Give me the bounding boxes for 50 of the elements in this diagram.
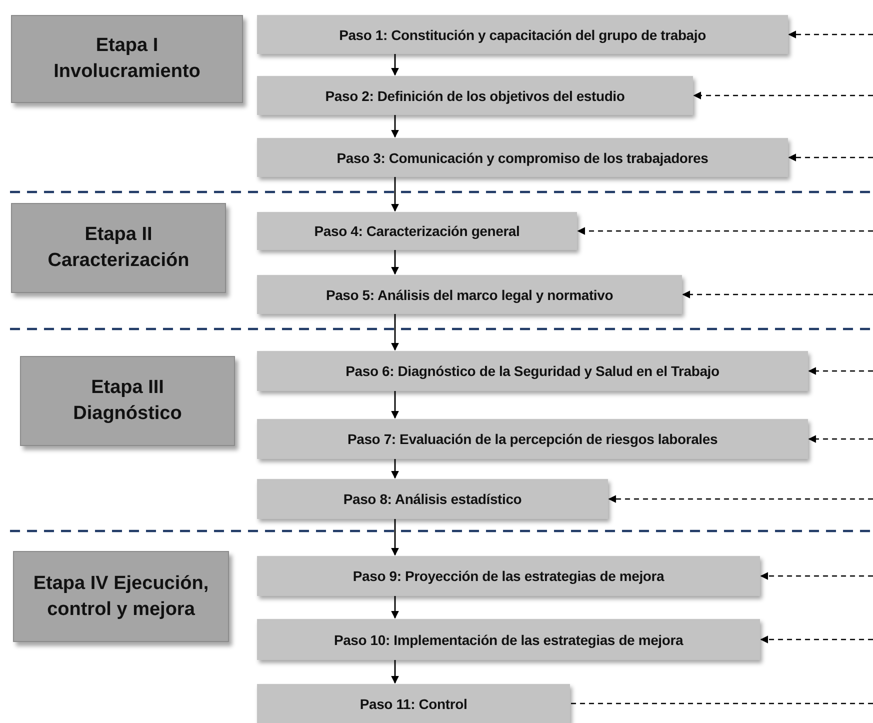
dashed-arrow	[808, 367, 873, 375]
arrow	[391, 250, 399, 275]
dashed-arrow	[577, 227, 873, 235]
step-box	[257, 619, 760, 660]
step-label: Paso 11: Control	[360, 696, 468, 712]
arrow	[391, 314, 399, 351]
step-label: Paso 7: Evaluación de la percepción de riesgos laborales	[347, 431, 718, 447]
step-label: Paso 1: Constitución y capacitación del grupo de trabajo	[339, 26, 706, 42]
dashed-arrow	[788, 30, 873, 38]
step-label: Paso 4: Caracterización general	[314, 223, 520, 239]
dashed-arrow	[808, 435, 873, 443]
stage-box	[20, 356, 235, 446]
step-label: Paso 9: Proyección de las estrategias de mejora	[352, 568, 664, 584]
step-box	[257, 212, 577, 250]
dashed-arrow	[693, 92, 873, 100]
stage-box	[11, 203, 226, 293]
dashed-arrow	[788, 154, 873, 162]
dashed-arrow	[760, 572, 873, 580]
stage-box	[11, 15, 243, 103]
stage-title: Etapa III Diagnóstico	[72, 376, 183, 426]
step-label: Paso 8: Análisis estadístico	[343, 491, 522, 507]
dashed-arrow	[608, 495, 873, 503]
stage-title: Etapa I Involucramiento	[52, 34, 202, 84]
step-box	[257, 138, 788, 177]
step-label: Paso 3: Comunicación y compromiso de los trabajadores	[336, 150, 708, 166]
arrow	[391, 391, 399, 419]
stage-box	[13, 551, 229, 642]
dashed-arrow	[682, 290, 873, 298]
arrow	[391, 660, 399, 684]
step-box	[257, 479, 608, 519]
stage-title: Etapa IV Ejecución, control y mejora	[32, 572, 210, 622]
step-box	[257, 76, 693, 115]
arrow	[391, 519, 399, 556]
step-label: Paso 5: Análisis del marco legal y normativo	[326, 286, 614, 302]
step-box	[257, 275, 682, 314]
stage-title: Etapa II Caracterización	[46, 223, 190, 273]
step-box	[257, 556, 760, 596]
step-label: Paso 10: Implementación de las estrategias de mejora	[334, 632, 684, 648]
arrow	[391, 54, 399, 76]
step-box	[257, 351, 808, 391]
arrow	[391, 177, 399, 212]
arrow	[391, 596, 399, 619]
arrow	[391, 115, 399, 138]
dashed-arrow	[760, 636, 873, 644]
arrow	[391, 459, 399, 479]
step-box	[257, 15, 788, 54]
step-label: Paso 6: Diagnóstico de la Seguridad y Salud en el Trabajo	[346, 363, 720, 379]
step-label: Paso 2: Definición de los objetivos del estudio	[325, 88, 625, 104]
step-box	[257, 419, 808, 459]
step-box	[257, 684, 570, 723]
